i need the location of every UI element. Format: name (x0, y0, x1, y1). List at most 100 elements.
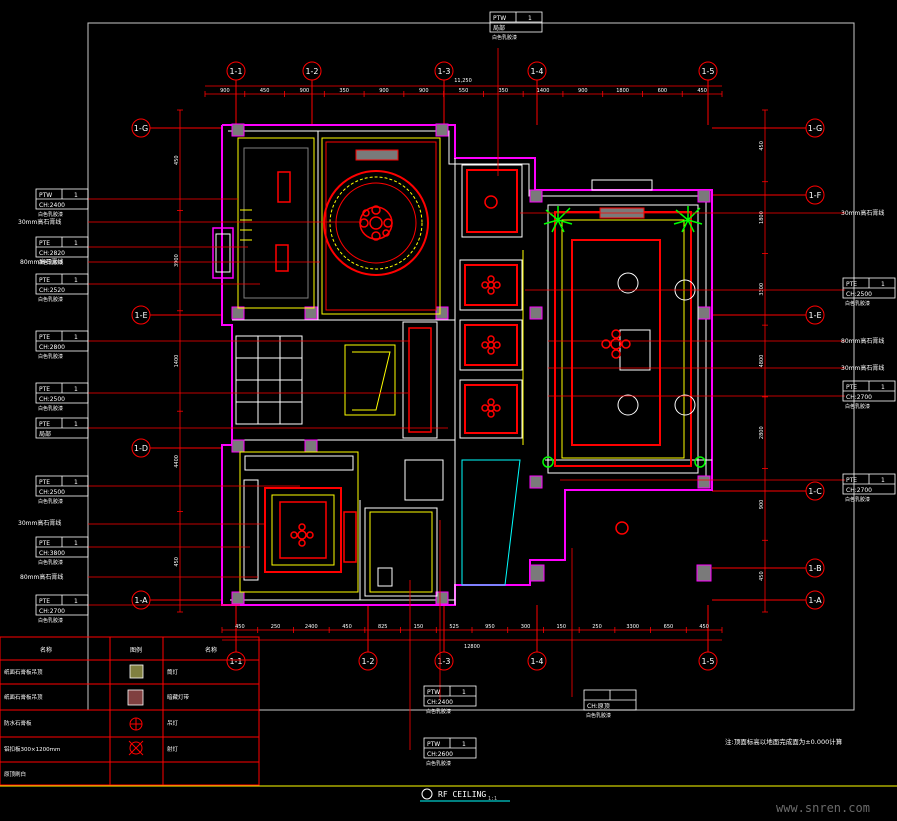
dimension-top: 550 (459, 88, 469, 94)
grid-bubble-left (131, 305, 151, 325)
tag-number: 1 (74, 386, 78, 393)
grid-label-top: 1-4 (530, 67, 543, 76)
grid-bubble-top (527, 61, 547, 81)
tag-ceiling-height: CH:2400 (427, 699, 453, 706)
tag-code: PTE (39, 598, 50, 605)
tag-number: 1 (881, 384, 885, 391)
dimension-bottom: 250 (592, 624, 602, 630)
grid-bubble-bottom (527, 651, 547, 671)
corridor-panels (402, 250, 524, 445)
tag-ceiling-height: CH:2820 (39, 250, 65, 257)
tag-code: PTE (846, 281, 857, 288)
dimension-top: 450 (260, 88, 270, 94)
tag-note: 白色乳胶漆 (845, 496, 870, 503)
dimension-top: 450 (697, 88, 707, 94)
grid-label-right: 1-B (808, 564, 821, 573)
tag-ceiling-height: CH:2520 (39, 287, 65, 294)
title-marker-icon (421, 788, 433, 800)
grid-bubble-left (131, 590, 151, 610)
bedroom-ceiling (239, 451, 359, 593)
tag-ceiling-height: CH:2500 (39, 489, 65, 496)
legend-row-desc: 暗藏灯带 (167, 693, 190, 701)
tag-number: 1 (74, 540, 78, 547)
tag-ceiling-height: CH:2700 (846, 487, 872, 494)
tag-ceiling-height: CH:2800 (39, 344, 65, 351)
tag-number: 1 (462, 741, 466, 748)
tag-number: 1 (74, 192, 78, 199)
dimension-bottom: 150 (557, 624, 567, 630)
chandelier-icon (481, 398, 501, 418)
grid-bubble-left (131, 118, 151, 138)
drawing-title: RF CEILING 1:1 (420, 788, 510, 802)
title-text: RF CEILING (438, 790, 486, 799)
tag-number: 1 (881, 477, 885, 484)
tag-ceiling-height: 局部 (493, 24, 505, 32)
tag-number: 1 (881, 281, 885, 288)
grid-label-bottom: 1-2 (361, 657, 374, 666)
legend-row-name: 纸面石膏板吊顶 (4, 693, 43, 701)
legend-waterproof-icon (127, 689, 144, 706)
annotation-note: 80mm高石膏线 (20, 573, 63, 581)
chandelier-icon (290, 523, 314, 547)
dimension-top: 350 (339, 88, 349, 94)
footer-note: 注:顶面标高以地面完成面为±0.000计算 (725, 737, 843, 746)
grid-label-right: 1-A (808, 596, 822, 605)
chandelier-icons (290, 205, 631, 547)
grid-label-top: 1-1 (229, 67, 242, 76)
dimension-top: 900 (300, 88, 310, 94)
tag-number: 1 (462, 689, 466, 696)
grid-label-right: 1-E (808, 311, 821, 320)
grid-label-bottom: 1-1 (229, 657, 242, 666)
dimension-bottom: 450 (699, 624, 709, 630)
tag-number: 1 (74, 277, 78, 284)
grid-bubble-bottom (358, 651, 378, 671)
dimension-right: 2800 (759, 426, 765, 439)
dimension-right: 450 (759, 141, 765, 151)
tag-ceiling-height: CH:2500 (846, 291, 872, 298)
dimension-top-total: 11,250 (454, 78, 472, 84)
tag-note: 白色乳胶漆 (38, 211, 63, 218)
tag-note: 白色乳胶漆 (492, 34, 517, 41)
dimension-bottom: 950 (485, 624, 495, 630)
finish-tag: PTE 1CH:2500 白色乳胶漆 (842, 277, 896, 307)
annotation-note: 30mm高石膏线 (18, 218, 61, 226)
tag-number: 1 (528, 15, 532, 22)
tag-number: 1 (74, 421, 78, 428)
tag-note: 白色乳胶漆 (38, 617, 63, 624)
dimension-left: 3900 (174, 254, 180, 267)
dimension-left: 4400 (174, 455, 180, 468)
dimension-bottom: 450 (342, 624, 352, 630)
grid-label-top: 1-2 (305, 67, 318, 76)
dimension-bottom-total: 12800 (464, 644, 480, 650)
chandelier-icon (359, 205, 393, 241)
tag-number: 1 (74, 479, 78, 486)
legend-table: 名称图例名称纸面石膏板吊顶筒灯纸面石膏板吊顶暗藏灯带防水石膏板吊灯铝扣板300×… (0, 636, 260, 786)
dimension-right: 4800 (759, 355, 765, 368)
dimension-left: 1400 (174, 355, 180, 368)
tag-note: 白色乳胶漆 (38, 405, 63, 412)
dimension-top: 900 (578, 88, 588, 94)
grid-bubble-top (434, 61, 454, 81)
grid-bubble-right (805, 185, 825, 205)
tag-note: 白色乳胶漆 (426, 708, 451, 715)
tag-note: 白色乳胶漆 (845, 300, 870, 307)
chandelier-icon (481, 335, 501, 355)
grid-label-right: 1-G (808, 124, 822, 133)
grid-label-left: 1-E (134, 311, 147, 320)
legend-row-desc: 吊灯 (167, 719, 179, 727)
dimension-top: 350 (498, 88, 508, 94)
grid-label-left: 1-D (134, 444, 148, 453)
tag-note: 白色乳胶漆 (845, 403, 870, 410)
tag-note: 白色乳胶漆 (586, 712, 611, 719)
grid-label-left: 1-A (134, 596, 148, 605)
annotation-note: 30mm高石膏线 (18, 519, 61, 527)
